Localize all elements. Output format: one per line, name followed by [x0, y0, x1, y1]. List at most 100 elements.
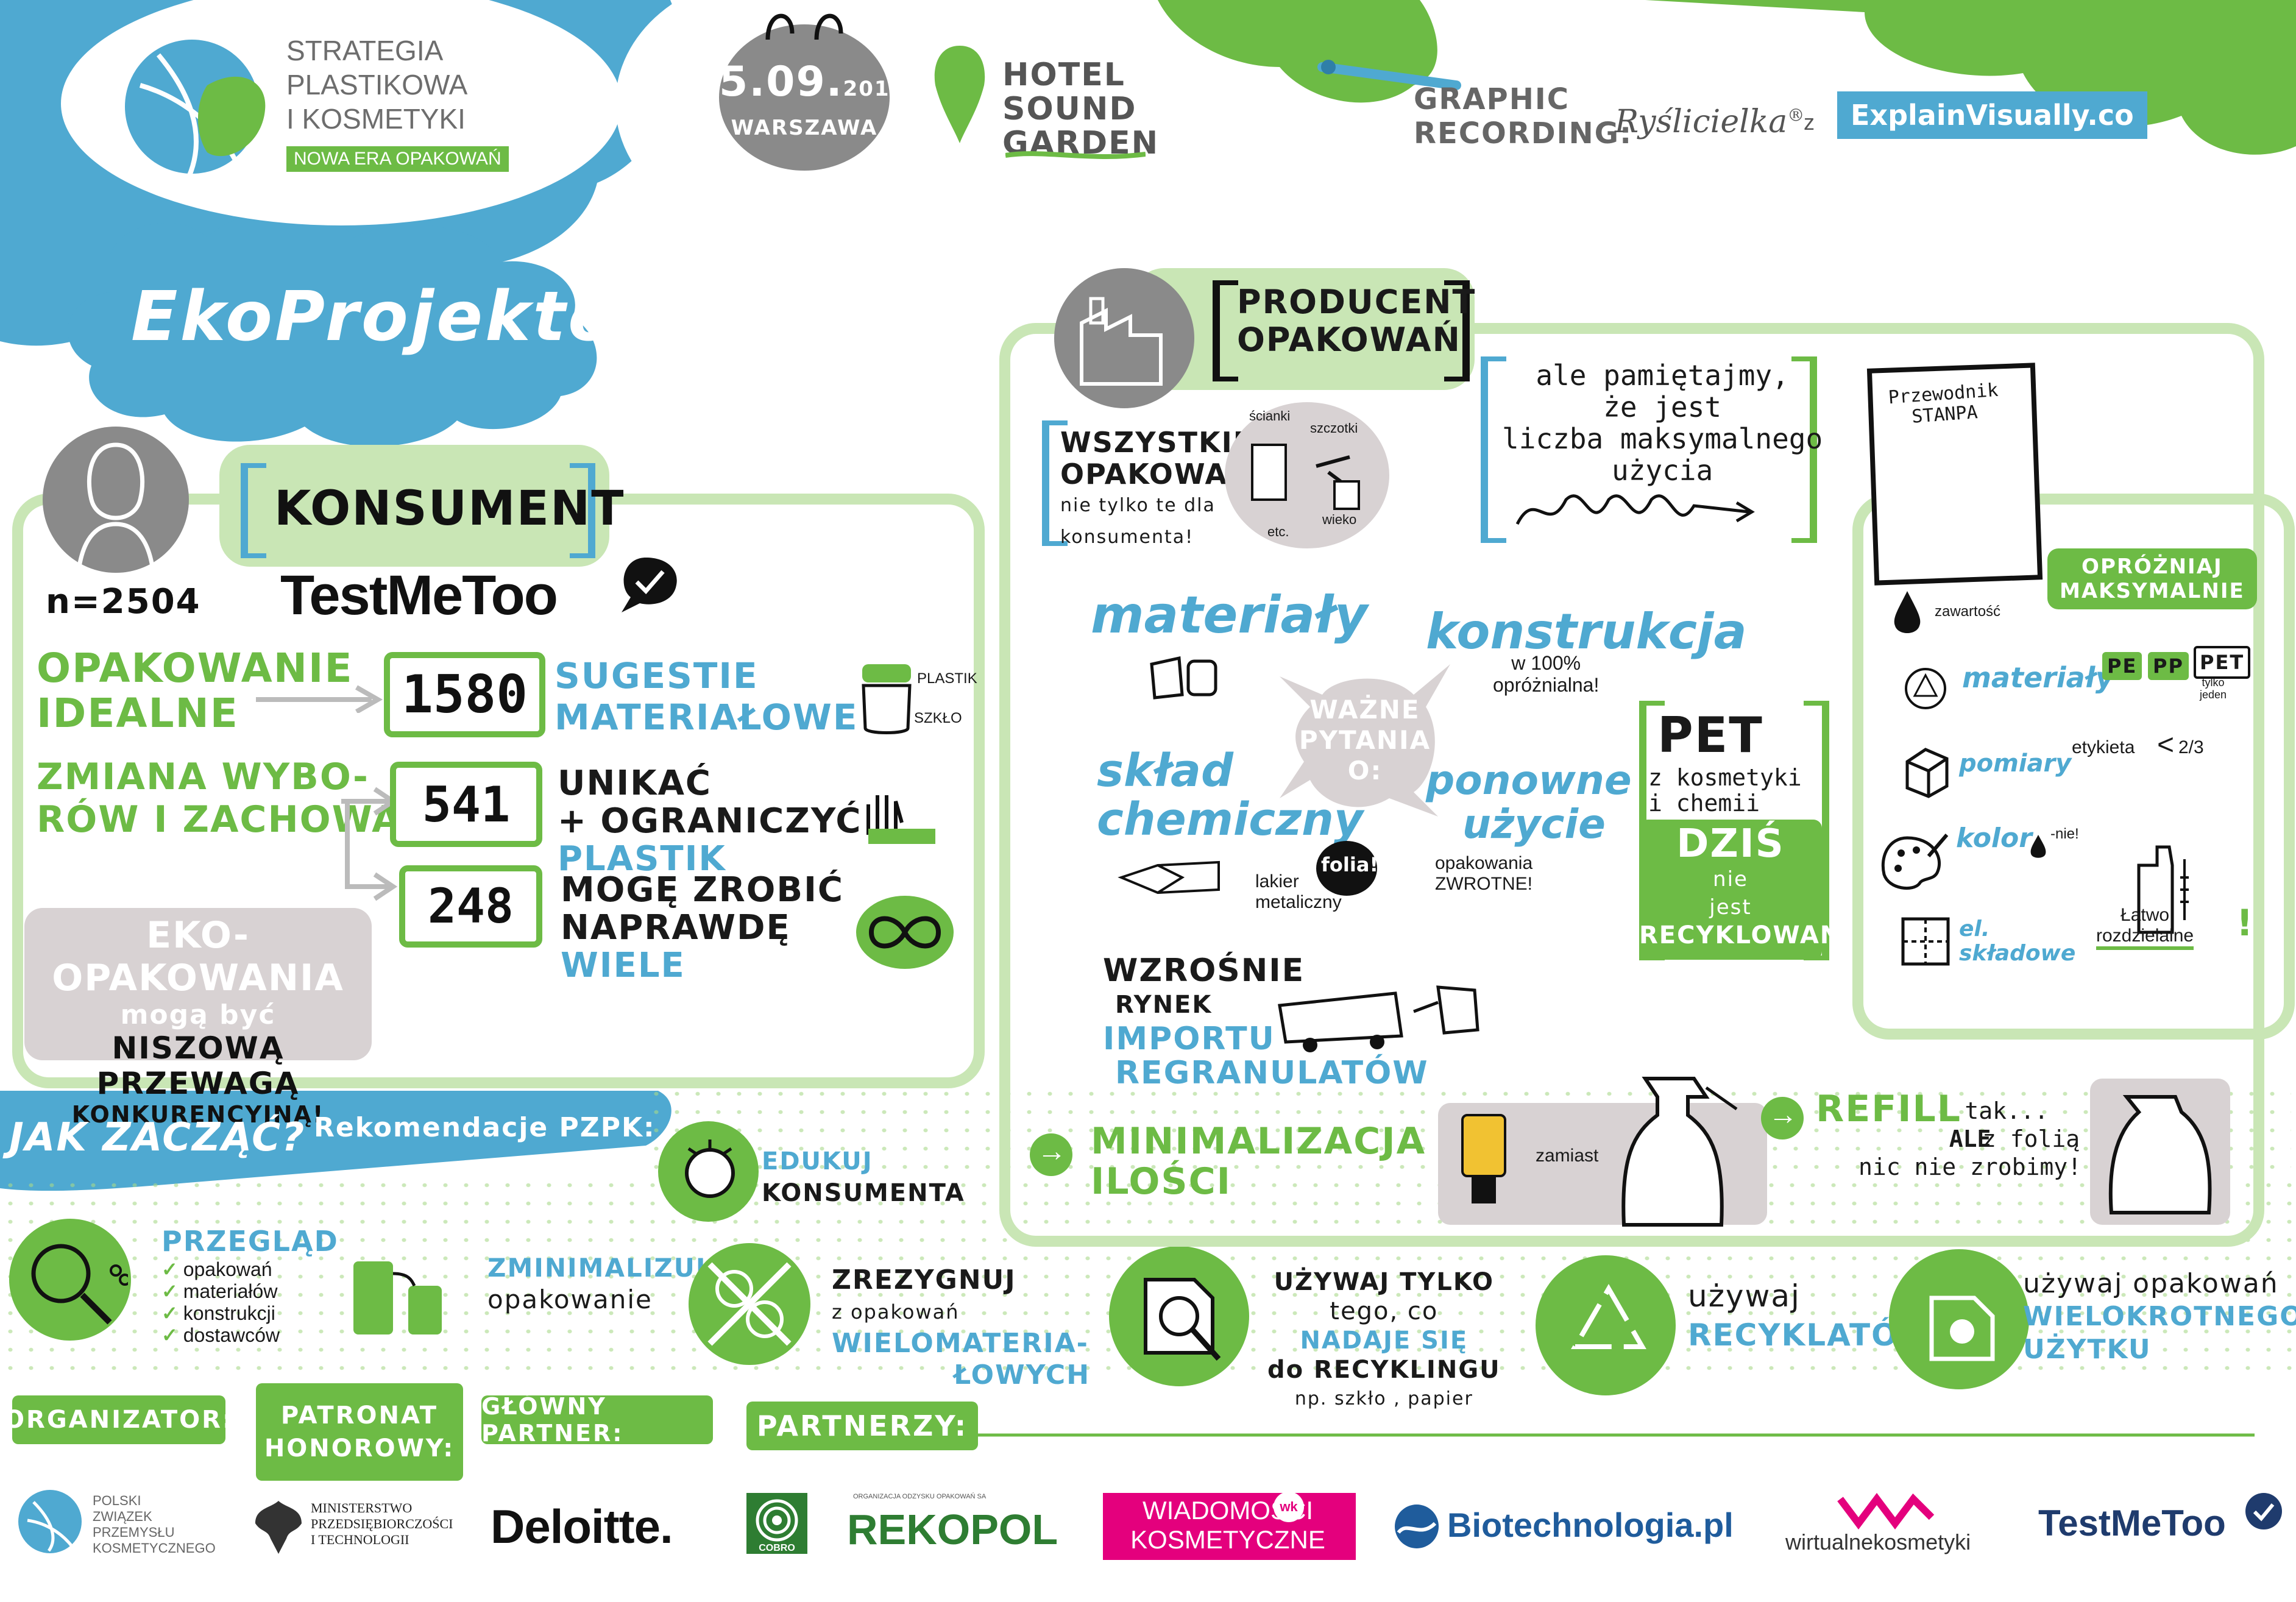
- bottles-icon: [353, 1261, 442, 1334]
- dzis-line: DZIŚ: [1676, 821, 1785, 867]
- spray-bottle-icon: [1621, 1077, 1738, 1227]
- pamietajmy-line: liczba maksymalnego: [1502, 422, 1823, 455]
- bracket-left: [1042, 420, 1068, 546]
- explain-visually-link[interactable]: ExplainVisually.co: [1837, 91, 2147, 139]
- refill-text: tak... ALE z folią nic nie zrobimy!: [1858, 1097, 2082, 1181]
- eko-line: NISZOWĄ PRZEWAGĄ: [96, 1030, 300, 1101]
- zrezygnuj: ZREZYGNUJ z opakowań WIELOMATERIA- ŁOWYC…: [832, 1264, 1090, 1391]
- loops-arrow-icon: [1515, 494, 1755, 525]
- jak-zaczac: JAK ZACZĄĆ?: [9, 1115, 306, 1160]
- row-value-line: WIELE: [561, 946, 686, 985]
- przeglad-item: ✓ opakowań: [161, 1258, 272, 1280]
- rec-line: opakowanie: [487, 1285, 653, 1314]
- count-box: 248: [399, 865, 542, 948]
- zawartosc: zawartość: [1935, 603, 2001, 620]
- pzpk-line: PRZEMYSŁU: [93, 1525, 175, 1540]
- arrow-bullet: [1030, 1133, 1072, 1176]
- opakowanie-idealne: OPAKOWANIE IDEALNE: [37, 646, 353, 736]
- calendar-rings-icon: [765, 13, 843, 40]
- recorder-join: z: [1804, 110, 1815, 135]
- wzrosnie-line: RYNEK: [1115, 991, 1213, 1019]
- dzis-line: nie: [1713, 867, 1748, 891]
- przeglad-item: ✓ konstrukcji: [161, 1302, 275, 1324]
- venue-line: HOTEL: [1002, 57, 1125, 93]
- rec-line: NADAJE SIĘ: [1300, 1327, 1469, 1355]
- recording-line: GRAPHIC: [1414, 82, 1570, 116]
- no-multimaterial-icon: [707, 1262, 792, 1346]
- organizator-label: ORGANIZATOR:: [4, 1395, 232, 1444]
- el-skladowe: el. składowe: [1959, 917, 2075, 966]
- ministry-text: MINISTERSTWO PRZEDSIĘBIORCZOŚCI I TECHNO…: [311, 1500, 453, 1548]
- przeglad-item-text: konstrukcji: [183, 1302, 275, 1324]
- edukuj-line: KONSUMENTA: [762, 1179, 965, 1207]
- wirtualne-logo: wirtualnekosmetyki: [1785, 1529, 1971, 1554]
- ponowne-line: użycie: [1462, 801, 1606, 848]
- arrow-right-icon: →: [1768, 1099, 1798, 1131]
- pamietajmy-line: ale pamiętajmy,: [1536, 359, 1789, 392]
- tylko-line: jeden: [2200, 689, 2227, 701]
- folia-bubble: [1316, 841, 1377, 896]
- count-box: 1580: [384, 652, 545, 737]
- ponowne-topic: ponowne użycie: [1426, 759, 1632, 846]
- row-value-line: MOGĘ ZROBIĆ: [561, 870, 844, 910]
- drop-icon: [1894, 591, 1921, 633]
- ministry-line: MINISTERSTWO: [311, 1500, 413, 1515]
- testmetoo-check-icon: [2245, 1493, 2282, 1529]
- factory-icon: [1080, 297, 1163, 386]
- refill-pouch-icon: [2108, 1095, 2212, 1214]
- document-search-icon: [1144, 1278, 1221, 1361]
- arrow-bullet: [1761, 1097, 1804, 1139]
- rec-line: WIELOMATERIA-: [832, 1328, 1089, 1359]
- konsument-heading: KONSUMENT: [274, 481, 625, 536]
- wk-wave-icon: [1837, 1493, 1935, 1529]
- biotech-logo-icon: [1395, 1505, 1439, 1548]
- zmiana-wyborow: ZMIANA WYBO- RÓW I ZACHOWAŃ: [37, 756, 433, 841]
- rec-line: ŁOWYCH: [954, 1359, 1091, 1391]
- konsument-panel: [12, 494, 985, 1088]
- exclamation-icon: !: [2236, 902, 2255, 945]
- recorder-name-text: Ryślicielka: [1615, 104, 1788, 140]
- zamiast: zamiast: [1536, 1146, 1599, 1166]
- dzis-line: jest: [1709, 895, 1752, 920]
- przeglad-item-text: dostawców: [183, 1324, 280, 1346]
- pamietajmy: ale pamiętajmy, że jest liczba maksymaln…: [1502, 360, 1823, 486]
- przeglad-item-text: opakowań: [183, 1258, 272, 1280]
- row-label-line: ZMIANA WYBO-: [37, 756, 369, 798]
- latwo-rozdzielalne: Łatwo rozdzielalne: [2096, 905, 2194, 950]
- row-value-line: SUGESTIE: [555, 655, 759, 696]
- event-title-line: I KOSMETYKI: [286, 103, 466, 135]
- unikac: UNIKAĆ + OGRANICZYĆ PLASTIK: [558, 765, 862, 878]
- wzrosnie: WZROŚNIE RYNEK IMPORTU REGRANULATÓW: [1103, 954, 1429, 1090]
- rec-line: ZREZYGNUJ: [832, 1264, 1016, 1295]
- testmetoo-brand: TestMeToo: [280, 564, 558, 626]
- wszystkie-line: WSZYSTKIE: [1060, 426, 1254, 459]
- pzpk-logo: [18, 1490, 82, 1553]
- rec-line: UŻYTKU: [2023, 1334, 2152, 1365]
- refill-line: tak...: [1965, 1097, 2049, 1124]
- przeglad-item: ✓ dostawców: [161, 1324, 280, 1346]
- uzywaj-tylko: UŻYWAJ TYLKO tego, co NADAJE SIĘ do RECY…: [1267, 1267, 1501, 1414]
- materialy-topic: materiały: [1091, 585, 1368, 645]
- wzrosnie-line: WZROŚNIE: [1103, 952, 1305, 989]
- components-icon: [1901, 917, 1950, 966]
- wk-logo: [1103, 1493, 1356, 1560]
- rec-line: UŻYWAJ TYLKO: [1274, 1268, 1495, 1296]
- wielokrotnego-circle: [1889, 1249, 2029, 1389]
- truck-icon: [1278, 985, 1479, 1052]
- lakier: lakier metaliczny: [1255, 871, 1342, 913]
- venue: HOTEL SOUND GARDEN: [1002, 58, 1159, 160]
- date-text: 5.09.2019: [719, 58, 904, 106]
- producent-panel: [999, 323, 2264, 1247]
- latwo-line: rozdzielalne: [2096, 926, 2194, 950]
- recording-line: RECORDING:: [1414, 116, 1633, 151]
- material-tag-pe: PE: [2102, 652, 2142, 680]
- przeglad-title: PRZEGLĄD: [161, 1225, 339, 1258]
- producent-heading-line: PRODUCENT: [1237, 283, 1476, 321]
- canister-icon: [1929, 1295, 1995, 1361]
- wazne-pytania: WAŻNE PYTANIA O:: [1274, 695, 1456, 786]
- magnifier-icon: [31, 1244, 128, 1325]
- sklad-line: skład: [1097, 745, 1233, 797]
- jar-label-plastik: PLASTIK: [917, 670, 977, 687]
- cobro-text: COBRO: [759, 1543, 795, 1553]
- page-title: EkoProjektowanie: [131, 277, 857, 356]
